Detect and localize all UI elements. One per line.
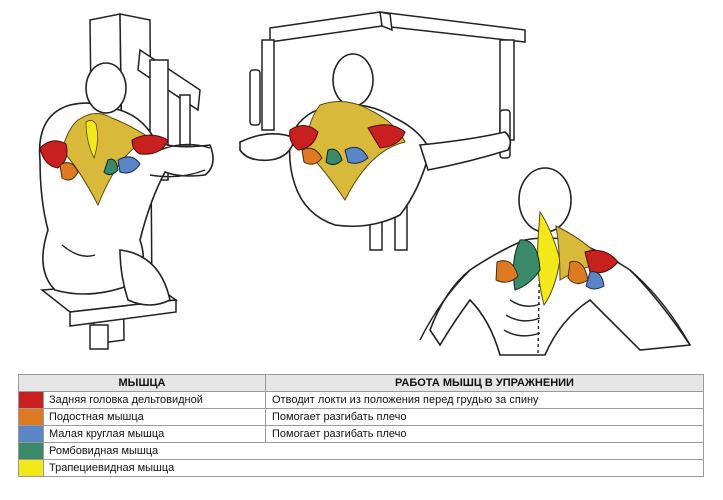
muscle-role: Помогает разгибать плечо xyxy=(265,425,704,443)
exercise-illustration xyxy=(38,11,692,356)
muscle-legend-table: МЫШЦА РАБОТА МЫШЦ В УПРАЖНЕНИИ Задняя го… xyxy=(18,374,704,477)
deltoid-shape xyxy=(39,140,68,169)
color-swatch-rhomboid xyxy=(18,442,44,460)
color-swatch-deltoid xyxy=(18,391,44,409)
table-row: Задняя головка дельтовидной Отводит локт… xyxy=(18,391,704,409)
muscle-role: Отводит локти из положения перед грудью … xyxy=(265,391,704,409)
figure-seated-machine xyxy=(38,13,214,350)
muscle-role: Помогает разгибать плечо xyxy=(265,408,704,426)
color-swatch-teres-minor xyxy=(18,425,44,443)
muscle-name: Задняя головка дельтовидной xyxy=(43,391,266,409)
table-row: Подостная мышца Помогает разгибать плечо xyxy=(18,408,704,426)
table-row: Трапециевидная мышца xyxy=(18,459,704,477)
muscle-name: Трапециевидная мышца xyxy=(43,459,704,477)
header-role: РАБОТА МЫШЦ В УПРАЖНЕНИИ xyxy=(265,374,704,392)
figure-anatomy-back xyxy=(419,167,692,356)
figure-standing-cable xyxy=(239,11,526,251)
header-muscle: МЫШЦА xyxy=(18,374,266,392)
color-swatch-trapezius xyxy=(18,459,44,477)
color-swatch-infraspinatus xyxy=(18,408,44,426)
muscle-name: Ромбовидная мышца xyxy=(43,442,704,460)
muscle-name: Малая круглая мышца xyxy=(43,425,266,443)
table-header-row: МЫШЦА РАБОТА МЫШЦ В УПРАЖНЕНИИ xyxy=(18,374,704,392)
table-row: Ромбовидная мышца xyxy=(18,442,704,460)
muscle-name: Подостная мышца xyxy=(43,408,266,426)
table-row: Малая круглая мышца Помогает разгибать п… xyxy=(18,425,704,443)
